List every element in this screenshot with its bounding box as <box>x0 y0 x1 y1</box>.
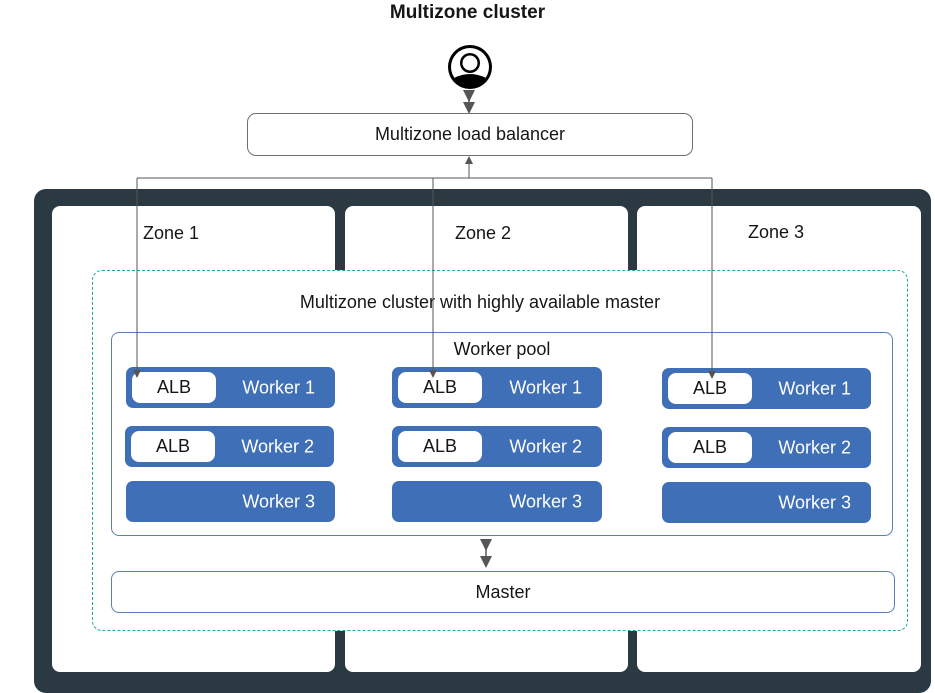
worker-label: Worker 3 <box>242 491 315 511</box>
alb-badge: ALB <box>398 372 482 403</box>
worker-label: Worker 1 <box>242 377 315 397</box>
master-node: Master <box>111 571 895 613</box>
zone-3-worker-3: Worker 3 <box>662 482 871 523</box>
zone-1-worker-3: Worker 3 <box>126 481 335 522</box>
worker-label: Worker 1 <box>509 377 582 397</box>
worker-pool-label: Worker pool <box>453 339 551 359</box>
zone-1-worker-2: ALB Worker 2 <box>125 426 334 467</box>
zone-2-worker-3: Worker 3 <box>392 481 602 522</box>
worker-label: Worker 2 <box>509 436 582 456</box>
worker-label: Worker 1 <box>778 378 851 398</box>
zone-3-worker-2: ALB Worker 2 <box>662 427 871 468</box>
alb-badge: ALB <box>398 431 482 462</box>
worker-label: Worker 2 <box>241 436 314 456</box>
alb-badge: ALB <box>131 431 215 462</box>
ha-cluster-label: Multizone cluster with highly available … <box>299 292 661 312</box>
load-balancer: Multizone load balancer <box>247 113 693 156</box>
zone-3-label: Zone 3 <box>748 222 805 242</box>
worker-label: Worker 2 <box>778 437 851 457</box>
alb-badge: ALB <box>132 372 216 403</box>
zone-2-label: Zone 2 <box>455 223 512 243</box>
zone-1-label: Zone 1 <box>143 223 200 243</box>
diagram-title: Multizone cluster <box>389 2 546 23</box>
zone-1-worker-1: ALB Worker 1 <box>126 367 335 408</box>
zone-3-worker-1: ALB Worker 1 <box>662 368 871 409</box>
alb-badge: ALB <box>668 432 752 463</box>
zone-2-worker-1: ALB Worker 1 <box>392 367 602 408</box>
worker-label: Worker 3 <box>509 491 582 511</box>
zone-2-worker-2: ALB Worker 2 <box>392 426 602 467</box>
worker-label: Worker 3 <box>778 492 851 512</box>
user-icon <box>447 44 493 90</box>
